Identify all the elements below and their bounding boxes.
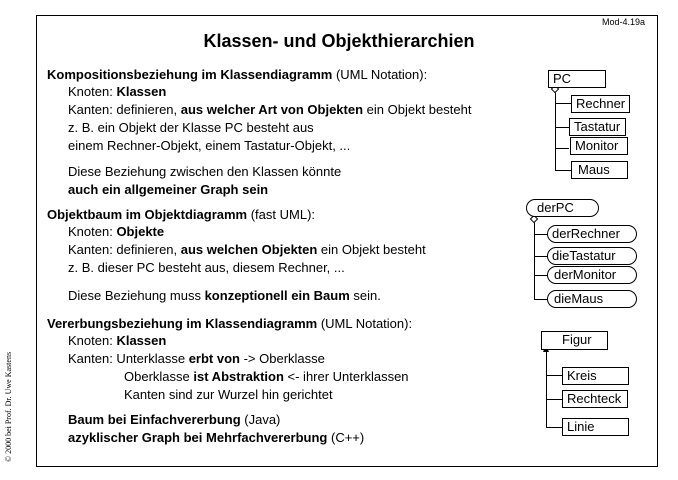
text: Diese Beziehung zwischen den Klassen kön… <box>68 164 342 179</box>
text: Kanten sind zur Wurzel hin gerichtet <box>124 387 333 402</box>
text-bold: konzeptionell ein Baum <box>204 288 350 303</box>
page-title: Klassen- und Objekthierarchien <box>203 31 475 51</box>
object-box: dieTastatur <box>547 247 637 265</box>
module-id: Mod-4.19a <box>602 17 646 27</box>
slide-frame <box>36 15 658 467</box>
heading-note: (fast UML): <box>247 207 316 222</box>
text: Knoten: <box>68 84 117 99</box>
class-box-figur: Figur <box>541 331 608 350</box>
class-box: Rechteck <box>562 390 628 408</box>
class-box-pc: PC <box>548 70 606 88</box>
text: -> Oberklasse <box>239 351 325 366</box>
text: z. B. ein Objekt der Klasse PC besteht a… <box>68 120 314 135</box>
text-bold: aus welcher Art von Objekten <box>180 102 364 117</box>
class-box: Monitor <box>570 137 628 155</box>
text: einem Rechner-Objekt, einem Tastatur-Obj… <box>68 138 351 153</box>
class-box: Maus <box>571 161 628 179</box>
text-bold: Klassen <box>116 84 167 99</box>
object-box: dieMaus <box>547 290 637 308</box>
text: Knoten: <box>68 333 117 348</box>
text: sein. <box>349 288 381 303</box>
text-bold: Objekte <box>116 224 165 239</box>
section-heading: Objektbaum im Objektdiagramm <box>47 207 248 222</box>
copyright: © 2000 bei Prof. Dr. Uwe Kastens <box>4 351 13 462</box>
object-box-derpc: derPC <box>526 199 599 217</box>
text-bold: ist Abstraktion <box>193 369 284 384</box>
text: Diese Beziehung muss <box>68 288 205 303</box>
text-bold: auch ein allgemeiner Graph sein <box>68 182 269 197</box>
object-box: derRechner <box>547 225 637 243</box>
text-bold: Klassen <box>116 333 167 348</box>
heading-note: (UML Notation): <box>317 316 413 331</box>
text: ein Objekt besteht <box>363 102 472 117</box>
text: Kanten: Unterklasse <box>68 351 189 366</box>
text: Knoten: <box>68 224 117 239</box>
class-box: Tastatur <box>569 118 626 136</box>
text: Oberklasse <box>124 369 194 384</box>
text: (Java) <box>240 412 281 427</box>
text: <- ihrer Unterklassen <box>283 369 409 384</box>
class-box: Linie <box>562 418 629 436</box>
text-bold: Baum bei Einfachvererbung <box>68 412 241 427</box>
text-bold: aus welchen Objekten <box>180 242 318 257</box>
text-bold: azyklischer Graph bei Mehrfachvererbung <box>68 430 328 445</box>
section-heading: Vererbungsbeziehung im Klassendiagramm <box>47 316 318 331</box>
class-box: Rechner <box>571 95 630 113</box>
text-bold: erbt von <box>188 351 240 366</box>
heading-note: (UML Notation): <box>332 67 428 82</box>
object-box: derMonitor <box>547 266 637 284</box>
text: Kanten: definieren, <box>68 102 181 117</box>
section-heading: Kompositionsbeziehung im Klassendiagramm <box>47 67 333 82</box>
text: z. B. dieser PC besteht aus, diesem Rech… <box>68 260 345 275</box>
text: Kanten: definieren, <box>68 242 181 257</box>
class-box: Kreis <box>562 367 629 385</box>
text: (C++) <box>327 430 365 445</box>
text: ein Objekt besteht <box>317 242 426 257</box>
